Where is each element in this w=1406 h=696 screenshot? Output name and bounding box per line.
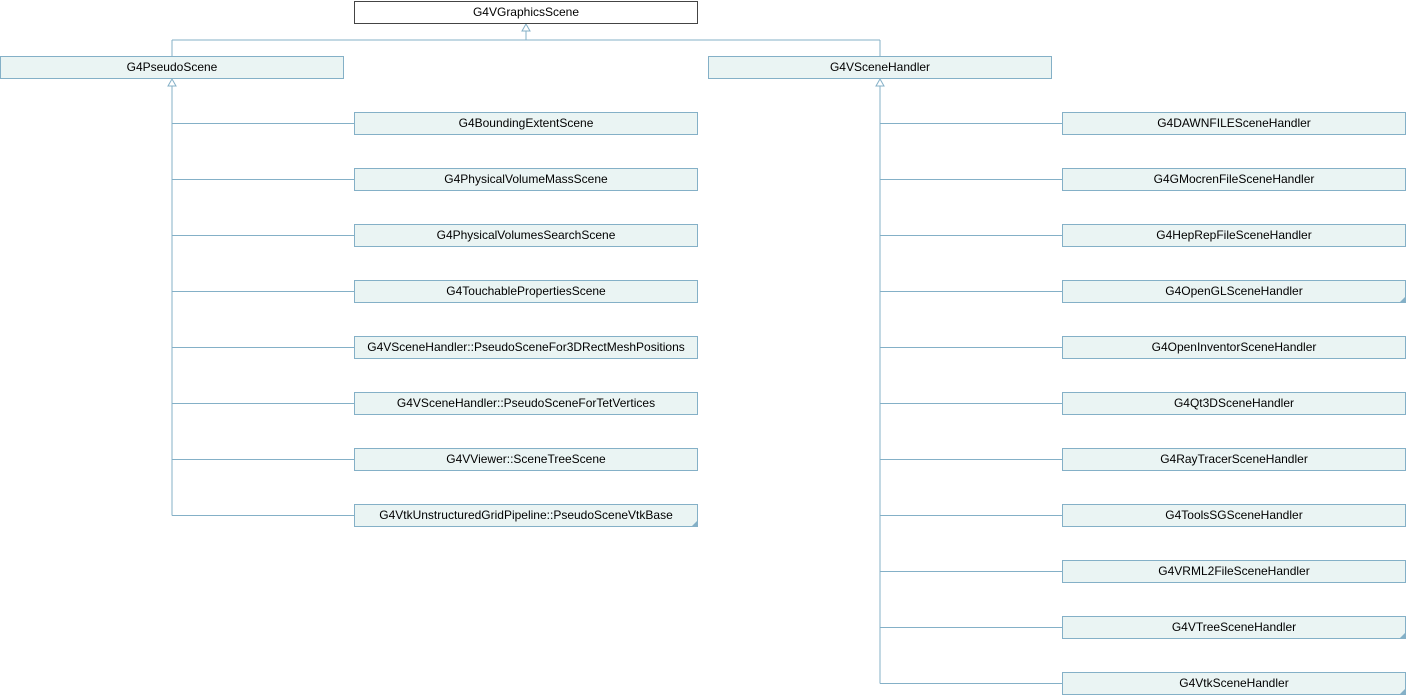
node-g4vtreescenehandler-label: G4VTreeSceneHandler — [1171, 620, 1297, 634]
node-g4openglscenehandler[interactable]: G4OpenGLSceneHandler — [1062, 280, 1406, 303]
node-g4vscenehandler[interactable]: G4VSceneHandler — [708, 56, 1052, 79]
node-g4vscenehandler-pseudoscenefor3drectmeshpositions-label: G4VSceneHandler::PseudoSceneFor3DRectMes… — [367, 340, 685, 354]
node-g4vviewer-scenetreescene[interactable]: G4VViewer::SceneTreeScene — [354, 448, 698, 471]
more-subclasses-marker-icon — [692, 521, 697, 526]
more-subclasses-marker-icon — [1400, 297, 1405, 302]
node-g4vviewer-scenetreescene-label: G4VViewer::SceneTreeScene — [446, 452, 606, 466]
node-g4vscenehandler-label: G4VSceneHandler — [829, 60, 931, 74]
node-g4physicalvolumemassscene-label: G4PhysicalVolumeMassScene — [444, 172, 608, 186]
node-g4raytracerscenehandler[interactable]: G4RayTracerSceneHandler — [1062, 448, 1406, 471]
node-g4pseudoscene-label: G4PseudoScene — [126, 60, 218, 74]
node-g4heprepfilescenehandler[interactable]: G4HepRepFileSceneHandler — [1062, 224, 1406, 247]
root-arrowhead-icon — [521, 22, 531, 32]
node-g4physicalvolumemassscene[interactable]: G4PhysicalVolumeMassScene — [354, 168, 698, 191]
more-subclasses-marker-icon — [1400, 633, 1405, 638]
node-g4touchablepropertiesscene[interactable]: G4TouchablePropertiesScene — [354, 280, 698, 303]
node-g4gmocrenfilescenehandler[interactable]: G4GMocrenFileSceneHandler — [1062, 168, 1406, 191]
node-g4openinventorscenehandler[interactable]: G4OpenInventorSceneHandler — [1062, 336, 1406, 359]
node-g4physicalvolumessearchscene[interactable]: G4PhysicalVolumesSearchScene — [354, 224, 698, 247]
node-g4openglscenehandler-label: G4OpenGLSceneHandler — [1165, 284, 1303, 298]
node-g4toolssgscenehandler-label: G4ToolsSGSceneHandler — [1165, 508, 1303, 522]
node-g4touchablepropertiesscene-label: G4TouchablePropertiesScene — [446, 284, 606, 298]
node-g4raytracerscenehandler-label: G4RayTracerSceneHandler — [1160, 452, 1308, 466]
node-g4qt3dscenehandler[interactable]: G4Qt3DSceneHandler — [1062, 392, 1406, 415]
node-g4vrml2filescenehandler-label: G4VRML2FileSceneHandler — [1158, 564, 1310, 578]
node-g4gmocrenfilescenehandler-label: G4GMocrenFileSceneHandler — [1153, 172, 1315, 186]
node-g4physicalvolumessearchscene-label: G4PhysicalVolumesSearchScene — [436, 228, 616, 242]
node-g4toolssgscenehandler[interactable]: G4ToolsSGSceneHandler — [1062, 504, 1406, 527]
node-g4vtkscenehandler-label: G4VtkSceneHandler — [1179, 676, 1289, 690]
node-g4vscenehandler-pseudoscenefortetvertices-label: G4VSceneHandler::PseudoSceneForTetVertic… — [396, 396, 656, 410]
branch-0-arrowhead-icon — [167, 77, 177, 87]
node-g4boundingextentscene-label: G4BoundingExtentScene — [458, 116, 594, 130]
node-g4boundingextentscene[interactable]: G4BoundingExtentScene — [354, 112, 698, 135]
node-g4vtreescenehandler[interactable]: G4VTreeSceneHandler — [1062, 616, 1406, 639]
node-g4heprepfilescenehandler-label: G4HepRepFileSceneHandler — [1156, 228, 1312, 242]
node-g4vscenehandler-pseudoscenefortetvertices[interactable]: G4VSceneHandler::PseudoSceneForTetVertic… — [354, 392, 698, 415]
node-g4vscenehandler-pseudoscenefor3drectmeshpositions[interactable]: G4VSceneHandler::PseudoSceneFor3DRectMes… — [354, 336, 698, 359]
node-g4openinventorscenehandler-label: G4OpenInventorSceneHandler — [1151, 340, 1317, 354]
node-g4dawnfilescenehandler-label: G4DAWNFILESceneHandler — [1157, 116, 1311, 130]
node-g4vrml2filescenehandler[interactable]: G4VRML2FileSceneHandler — [1062, 560, 1406, 583]
node-root: G4VGraphicsScene — [354, 1, 698, 24]
branch-1-arrowhead-icon — [875, 77, 885, 87]
node-g4dawnfilescenehandler[interactable]: G4DAWNFILESceneHandler — [1062, 112, 1406, 135]
more-subclasses-marker-icon — [1400, 689, 1405, 694]
node-g4qt3dscenehandler-label: G4Qt3DSceneHandler — [1173, 396, 1295, 410]
node-g4vtkscenehandler[interactable]: G4VtkSceneHandler — [1062, 672, 1406, 695]
node-g4vtkunstructuredgridpipeline-pseudoscenevtkbase[interactable]: G4VtkUnstructuredGridPipeline::PseudoSce… — [354, 504, 698, 527]
node-g4vtkunstructuredgridpipeline-pseudoscenevtkbase-label: G4VtkUnstructuredGridPipeline::PseudoSce… — [379, 508, 673, 522]
node-g4pseudoscene[interactable]: G4PseudoScene — [0, 56, 344, 79]
